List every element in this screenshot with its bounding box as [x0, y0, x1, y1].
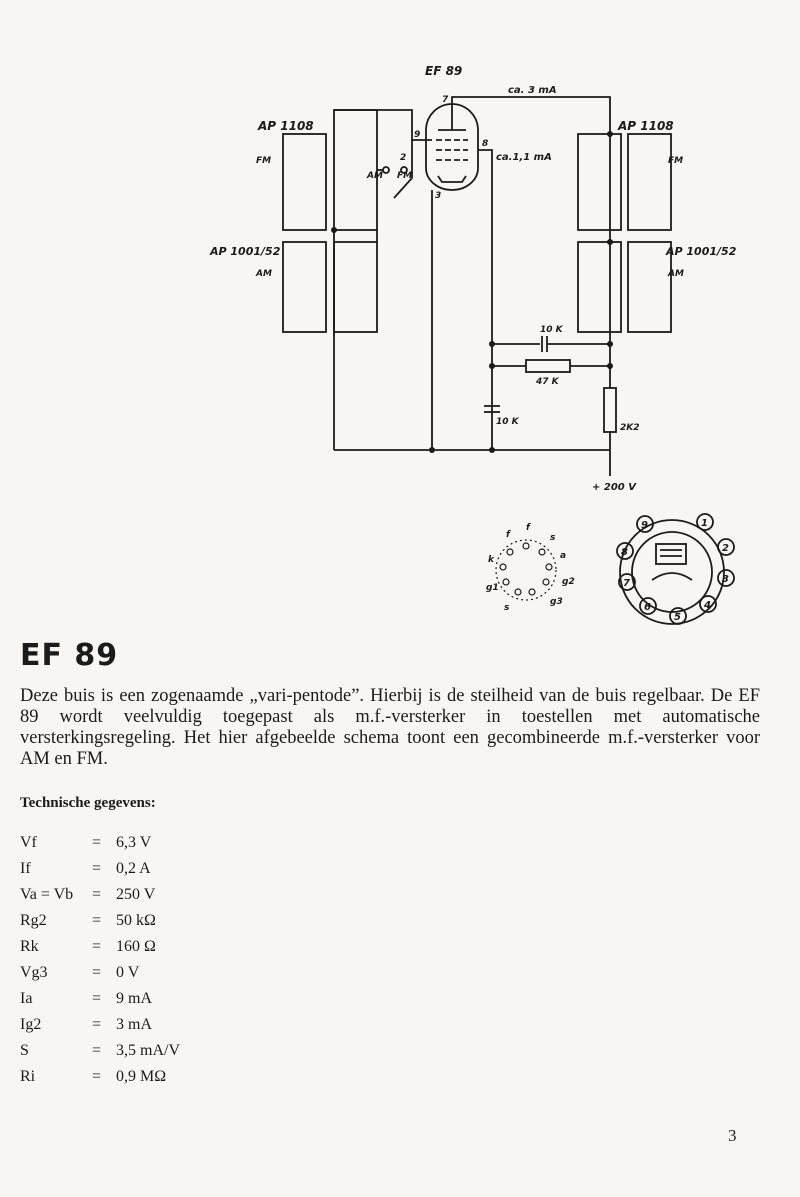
supply-voltage-label: + 200 V [592, 482, 637, 493]
pinout-label: k [488, 555, 495, 565]
pin-number: 2 [722, 543, 729, 554]
spec-equals: = [92, 964, 102, 981]
tube-label: EF 89 [425, 64, 462, 78]
spec-row: Ig2 = 3 mA [20, 1016, 320, 1038]
pinout-label: f [526, 523, 531, 533]
spec-equals: = [92, 912, 102, 929]
tech-data-heading: Technische gegevens: [20, 795, 156, 811]
left-top-transformer-label: AP 1108 [257, 119, 314, 133]
spec-row: If = 0,2 A [20, 860, 320, 882]
spec-value: 160 Ω [116, 938, 156, 955]
spec-symbol: S [20, 1042, 29, 1059]
spec-equals: = [92, 886, 102, 903]
pinout-label: g2 [562, 577, 575, 587]
spec-row: Ia = 9 mA [20, 990, 320, 1012]
spec-row: S = 3,5 mA/V [20, 1042, 320, 1064]
anode-current-label: ca. 3 mA [508, 85, 557, 96]
switch-am-label: AM [366, 171, 383, 181]
pinout-label: f [506, 530, 511, 540]
spec-equals: = [92, 938, 102, 955]
spec-symbol: Rk [20, 938, 39, 955]
pin-2-label: 2 [400, 153, 406, 163]
pinout-label: s [504, 603, 510, 613]
spec-symbol: Ig2 [20, 1016, 42, 1033]
resistor-47k-label: 47 K [535, 377, 560, 387]
right-bottom-transformer-label: AP 1001/52 [665, 245, 737, 258]
pin-7-label: 7 [442, 95, 449, 105]
right-bottom-band-label: AM [667, 269, 684, 279]
page-number: 3 [728, 1126, 737, 1145]
description-paragraph: Deze buis is een zogenaamde „vari-pentod… [20, 686, 760, 769]
pin-number: 6 [644, 602, 651, 613]
right-top-band-label: FM [668, 156, 683, 166]
spec-equals: = [92, 990, 102, 1007]
pin-number: 5 [674, 612, 681, 623]
spec-equals: = [92, 834, 102, 851]
g2-current-label: ca.1,1 mA [496, 152, 552, 163]
spec-symbol: Va = Vb [20, 886, 74, 903]
left-bottom-band-label: AM [255, 269, 272, 279]
right-top-transformer-label: AP 1108 [617, 119, 674, 133]
spec-value: 0,2 A [116, 860, 151, 877]
capacitor-10k-top-label: 10 K [540, 325, 564, 335]
spec-row: Ri = 0,9 MΩ [20, 1068, 320, 1090]
switch-fm-label: FM [397, 171, 412, 181]
spec-symbol: If [20, 860, 31, 877]
spec-value: 50 kΩ [116, 912, 156, 929]
spec-symbol: Vg3 [20, 964, 48, 981]
spec-symbol: Rg2 [20, 912, 47, 929]
pin-3-label: 3 [435, 191, 441, 201]
socket-pinout [495, 539, 557, 601]
capacitor-10k-bottom-label: 10 K [496, 417, 520, 427]
spec-symbol: Vf [20, 834, 37, 851]
pin-8-label: 8 [482, 139, 488, 149]
spec-value: 0 V [116, 964, 140, 981]
spec-row: Va = Vb = 250 V [20, 886, 320, 908]
spec-row: Vf = 6,3 V [20, 834, 320, 856]
spec-equals: = [92, 860, 102, 877]
resistor-2k2-label: 2K2 [620, 423, 640, 433]
pin-9-label: 9 [414, 130, 420, 140]
pin-number: 4 [703, 600, 711, 611]
pinout-label: g1 [486, 583, 499, 593]
circuit-schematic: EF 89 ca. 3 mA ca.1,1 mA 7 9 2 8 3 AP 11… [209, 64, 737, 493]
pinout-diagrams: f f s k a g1 g2 s g3 1 2 3 4 5 [486, 513, 735, 625]
spec-equals: = [92, 1068, 102, 1085]
pin-number: 8 [621, 547, 628, 558]
pinout-label: a [560, 551, 566, 561]
pinout-label: s [550, 533, 556, 543]
spec-value: 250 V [116, 886, 156, 903]
tube-base-pinout [616, 513, 735, 625]
pinout-label: g3 [550, 597, 563, 607]
pin-number: 1 [701, 518, 708, 529]
spec-value: 6,3 V [116, 834, 152, 851]
left-bottom-transformer-label: AP 1001/52 [209, 245, 281, 258]
spec-equals: = [92, 1016, 102, 1033]
spec-row: Rg2 = 50 kΩ [20, 912, 320, 934]
spec-equals: = [92, 1042, 102, 1059]
spec-value: 0,9 MΩ [116, 1068, 167, 1085]
left-top-band-label: FM [256, 156, 271, 166]
spec-row: Vg3 = 0 V [20, 964, 320, 986]
tube-envelope [425, 103, 479, 191]
spec-value: 3 mA [116, 1016, 152, 1033]
spec-value: 3,5 mA/V [116, 1042, 180, 1059]
pin-number: 7 [623, 578, 630, 589]
spec-symbol: Ri [20, 1068, 36, 1085]
page-title: EF 89 [20, 638, 119, 673]
pin-number: 9 [641, 520, 648, 531]
spec-value: 9 mA [116, 990, 152, 1007]
spec-symbol: Ia [20, 990, 33, 1007]
spec-row: Rk = 160 Ω [20, 938, 320, 960]
pin-number: 3 [722, 574, 729, 585]
